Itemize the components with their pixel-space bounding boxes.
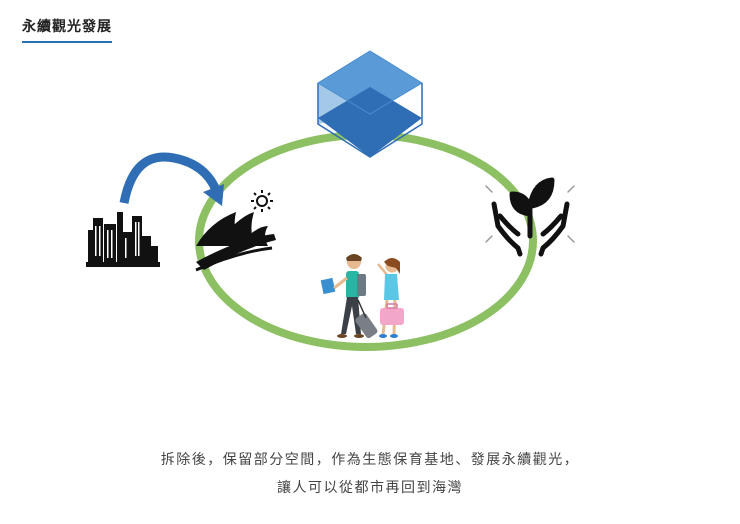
tourists-icon	[320, 254, 404, 339]
caption-line-2: 讓人可以從都市再回到海灣	[277, 480, 463, 496]
cube-icon	[317, 50, 423, 158]
caption-line-1: 拆除後，保留部分空間，作為生態保育基地、發展永續觀光，	[160, 452, 580, 468]
sun-icon	[251, 190, 273, 212]
hands-plant-icon	[485, 177, 575, 257]
opera-house-icon	[195, 212, 276, 272]
curved-arrow-icon	[119, 152, 224, 206]
city-skyline-icon	[86, 212, 160, 267]
page-title: 永續觀光發展	[22, 16, 112, 43]
